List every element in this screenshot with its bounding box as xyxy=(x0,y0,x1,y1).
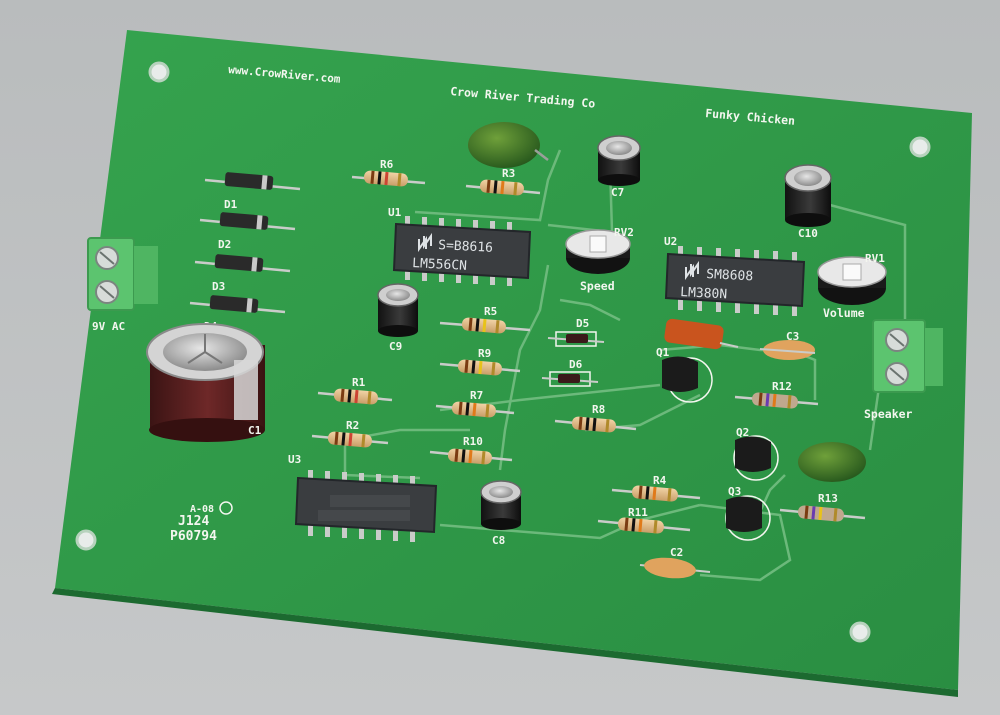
refdes-q3: Q3 xyxy=(728,485,741,498)
refdes-r1: R1 xyxy=(352,376,366,389)
chip-u2-marking-1: SM8608 xyxy=(706,267,754,284)
refdes-rv1: RV1 xyxy=(865,252,885,265)
speed-label: Speed xyxy=(580,279,615,293)
refdes-c9: C9 xyxy=(389,340,402,353)
refdes-u1: U1 xyxy=(388,206,402,219)
resistor-r12 xyxy=(734,392,819,409)
capacitor-c2 xyxy=(639,557,711,579)
refdes-d3: D3 xyxy=(212,280,225,293)
green-capacitor-bottom xyxy=(798,442,866,482)
refdes-u2: U2 xyxy=(664,235,677,248)
chip-u1-marking-1: S=B8616 xyxy=(438,238,494,256)
recycle-logo: A-08 xyxy=(190,501,233,515)
capacitor-c9 xyxy=(377,283,419,337)
refdes-r3: R3 xyxy=(502,167,515,180)
potentiometer-rv1 xyxy=(817,256,887,305)
board-code-2: P60794 xyxy=(170,529,217,544)
refdes-r10: R10 xyxy=(463,435,483,448)
chip-u3 xyxy=(294,470,438,542)
mounting-holes xyxy=(75,61,931,643)
resistor-r4 xyxy=(611,485,701,502)
speaker-terminal xyxy=(872,319,943,393)
diode-d1 xyxy=(204,172,301,191)
refdes-r5: R5 xyxy=(484,305,497,318)
transistor-q2 xyxy=(733,435,779,481)
refdes-c2: C2 xyxy=(670,546,683,559)
refdes-r6: R6 xyxy=(380,158,394,171)
transistor-q3 xyxy=(725,495,771,541)
board-code-1: J124 xyxy=(178,514,209,529)
refdes-r13: R13 xyxy=(818,492,838,505)
refdes-r9: R9 xyxy=(478,347,491,360)
refdes-q1: Q1 xyxy=(656,346,670,359)
resistor-r3 xyxy=(465,179,541,196)
capacitor-c10 xyxy=(784,164,832,227)
capacitor-c7 xyxy=(597,135,641,186)
capacitor-c3 xyxy=(759,340,816,360)
chip-u2: SM8608 LM380N xyxy=(664,246,806,316)
refdes-r12: R12 xyxy=(772,380,792,393)
chip-u2-marking-2: LM380N xyxy=(680,285,728,302)
refdes-q2: Q2 xyxy=(736,426,749,439)
resistor-r11 xyxy=(597,517,691,534)
speaker-label: Speaker xyxy=(864,407,913,421)
green-capacitor-top xyxy=(468,122,549,168)
resistor-r2 xyxy=(311,431,389,448)
pcb-edge xyxy=(52,588,958,697)
resistor-r7 xyxy=(435,401,515,418)
transistor-q1 xyxy=(662,356,713,403)
refdes-d6: D6 xyxy=(569,358,583,371)
chip-u1: S=B8616 LM556CN xyxy=(392,216,532,286)
refdes-rv2: RV2 xyxy=(614,226,634,239)
resistor-r13 xyxy=(779,505,866,522)
resistor-r8 xyxy=(554,416,637,433)
diode-d5 xyxy=(547,331,605,347)
chip-u1-marking-2: LM556CN xyxy=(412,256,468,274)
resistor-r6 xyxy=(351,170,426,187)
resistor-r1 xyxy=(317,388,393,405)
refdes-r4: R4 xyxy=(653,474,667,487)
resistor-r5 xyxy=(439,317,531,334)
refdes-c1: C1 xyxy=(248,424,262,437)
refdes-d1: D1 xyxy=(224,198,238,211)
diode-d2 xyxy=(199,212,296,231)
svg-text:A-08: A-08 xyxy=(190,504,214,515)
potentiometer-rv2 xyxy=(565,229,631,274)
refdes-r7: R7 xyxy=(470,389,483,402)
refdes-c8: C8 xyxy=(492,534,505,547)
power-terminal xyxy=(87,237,158,311)
refdes-c10: C10 xyxy=(798,227,818,240)
refdes-r11: R11 xyxy=(628,506,648,519)
capacitor-c8 xyxy=(480,480,522,530)
diode-d4 xyxy=(189,295,286,314)
diode-d3 xyxy=(194,254,291,273)
capacitor-orange xyxy=(664,318,739,350)
refdes-r2: R2 xyxy=(346,419,359,432)
volume-label: Volume xyxy=(823,306,865,320)
power-label: 9V AC xyxy=(92,320,125,333)
diode-d6 xyxy=(541,371,599,387)
resistor-r9 xyxy=(439,359,521,376)
refdes-c7: C7 xyxy=(611,186,624,199)
refdes-r8: R8 xyxy=(592,403,605,416)
resistor-r10 xyxy=(429,448,513,465)
refdes-d5: D5 xyxy=(576,317,589,330)
capacitor-c1 xyxy=(146,323,265,442)
refdes-u3: U3 xyxy=(288,453,301,466)
refdes-d2: D2 xyxy=(218,238,231,251)
refdes-c3: C3 xyxy=(786,330,799,343)
